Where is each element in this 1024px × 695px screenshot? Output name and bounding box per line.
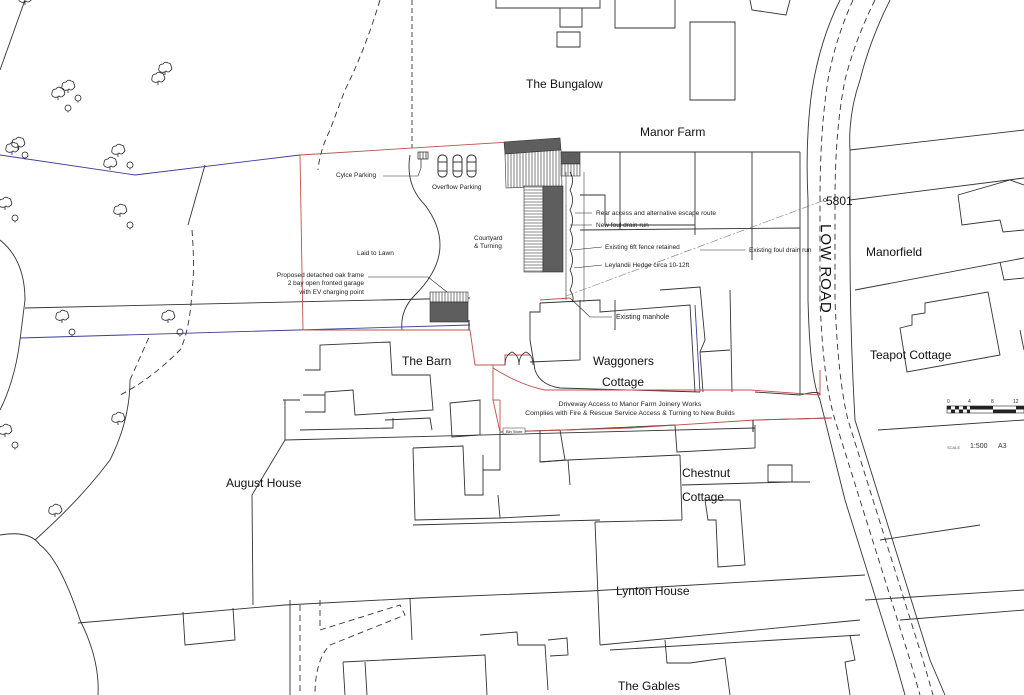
label-the-gables: The Gables	[618, 679, 681, 693]
scale-value: 1:500	[970, 443, 988, 450]
label-the-bungalow: The Bungalow	[526, 77, 603, 91]
label-manorfield: Manorfield	[866, 245, 923, 259]
road-name: LOW ROAD	[817, 224, 834, 314]
proposed-garage	[429, 291, 469, 323]
gates	[504, 351, 534, 366]
note-existing-drain: Existing foul drain run	[749, 247, 812, 254]
note-courtyard: Courtyard	[474, 235, 503, 242]
note-cycle-parking: Cylce Parking	[336, 172, 377, 179]
note-laid-to-lawn: Laid to Lawn	[357, 250, 394, 257]
label-august-house: August House	[226, 476, 302, 490]
scale-tick-4: 4	[968, 399, 971, 405]
note-manhole: Existing manhole	[616, 314, 670, 321]
note-overflow-parking: Overflow Parking	[432, 184, 482, 191]
label-teapot-cottage: Teapot Cottage	[870, 348, 952, 362]
label-manor-farm: Manor Farm	[640, 125, 706, 139]
note-turning: & Turning	[474, 243, 502, 250]
hedge-line	[569, 171, 574, 303]
blue-boundaries	[0, 154, 701, 393]
label-waggoners: Waggoners	[593, 354, 654, 368]
scale-bar	[946, 405, 1024, 414]
overflow-parking-cars	[437, 154, 477, 178]
note-rear-access: Rear access and alternative escape route	[596, 210, 716, 217]
stable-block	[503, 137, 581, 273]
label-lynton-house: Lynton House	[616, 584, 690, 598]
road-reference: 5801	[826, 194, 853, 208]
note-garage-3: with EV charging point	[299, 289, 364, 296]
bin-store-box	[502, 427, 526, 435]
cycle-rack	[417, 151, 429, 168]
note-garage-1: Proposed detached oak frame	[276, 272, 364, 279]
fence-line	[565, 172, 585, 302]
leader-lines	[368, 167, 827, 432]
scale-tick-12: 12	[1013, 399, 1019, 405]
note-driveway-1: Driveway Access to Manor Farm Joinery Wo…	[558, 401, 702, 408]
note-driveway-2: Complies with Fire & Rescue Service Acce…	[525, 410, 735, 417]
label-waggoners-cottage: Cottage	[602, 375, 645, 389]
label-the-barn: The Barn	[402, 354, 452, 368]
note-garage-2: 2 bay open fronted garage	[287, 280, 364, 287]
note-fence: Existing 6ft fence retained	[605, 244, 680, 251]
scale-label: SCALE	[947, 445, 961, 450]
site-boundary	[299, 141, 833, 433]
note-hedge: Leylandii Hedge circa 10-12ft	[605, 262, 690, 269]
trees	[0, 0, 184, 518]
label-chestnut-cottage: Cottage	[682, 490, 725, 504]
note-new-drain: New foul drain run	[596, 222, 649, 229]
scale-tick-0: 0	[947, 399, 950, 405]
note-bin-store: Bin Store	[506, 429, 523, 434]
label-chestnut: Chestnut	[682, 466, 731, 480]
paper-size: A3	[998, 443, 1007, 450]
scale-tick-8: 8	[991, 399, 994, 405]
